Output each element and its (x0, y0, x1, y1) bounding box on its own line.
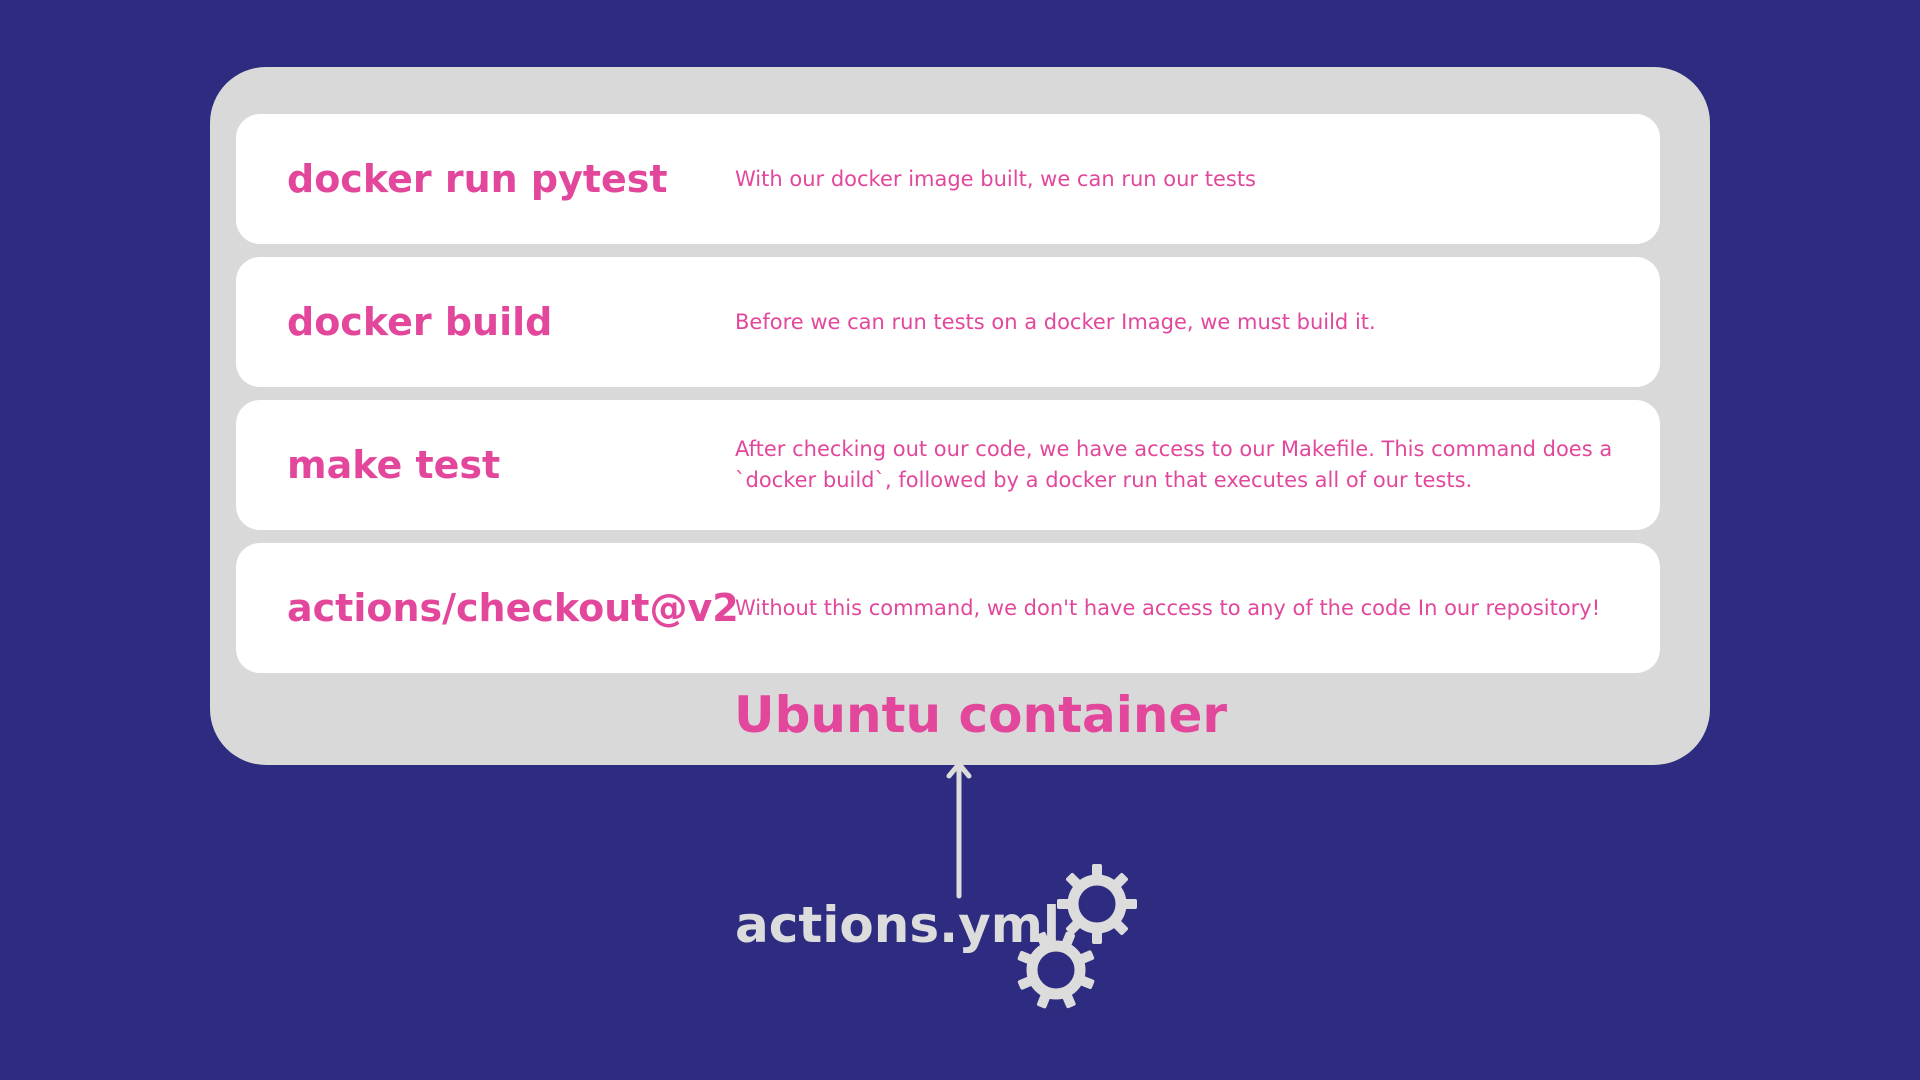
step-command: make test (287, 443, 501, 487)
step-description: Without this command, we don't have acce… (735, 595, 1601, 620)
step-command: actions/checkout@v2 (287, 586, 739, 630)
actions-yml-label: actions.yml (735, 896, 1060, 954)
up-arrow-icon (946, 761, 972, 899)
step-card-actions-checkout: actions/checkout@v2 Without this command… (236, 543, 1660, 673)
gears-icon (1017, 864, 1137, 1009)
step-description: Before we can run tests on a docker Imag… (735, 309, 1376, 334)
step-card-docker-build: docker build Before we can run tests on … (236, 257, 1660, 387)
container-label: Ubuntu container (734, 686, 1228, 744)
step-card-docker-run-pytest: docker run pytest With our docker image … (236, 114, 1660, 244)
step-description: With our docker image built, we can run … (735, 166, 1257, 191)
step-description: After checking out our code, we have acc… (735, 437, 1613, 492)
step-command: docker run pytest (287, 157, 668, 201)
step-command: docker build (287, 300, 553, 344)
step-card-make-test: make test After checking out our code, w… (236, 400, 1660, 530)
